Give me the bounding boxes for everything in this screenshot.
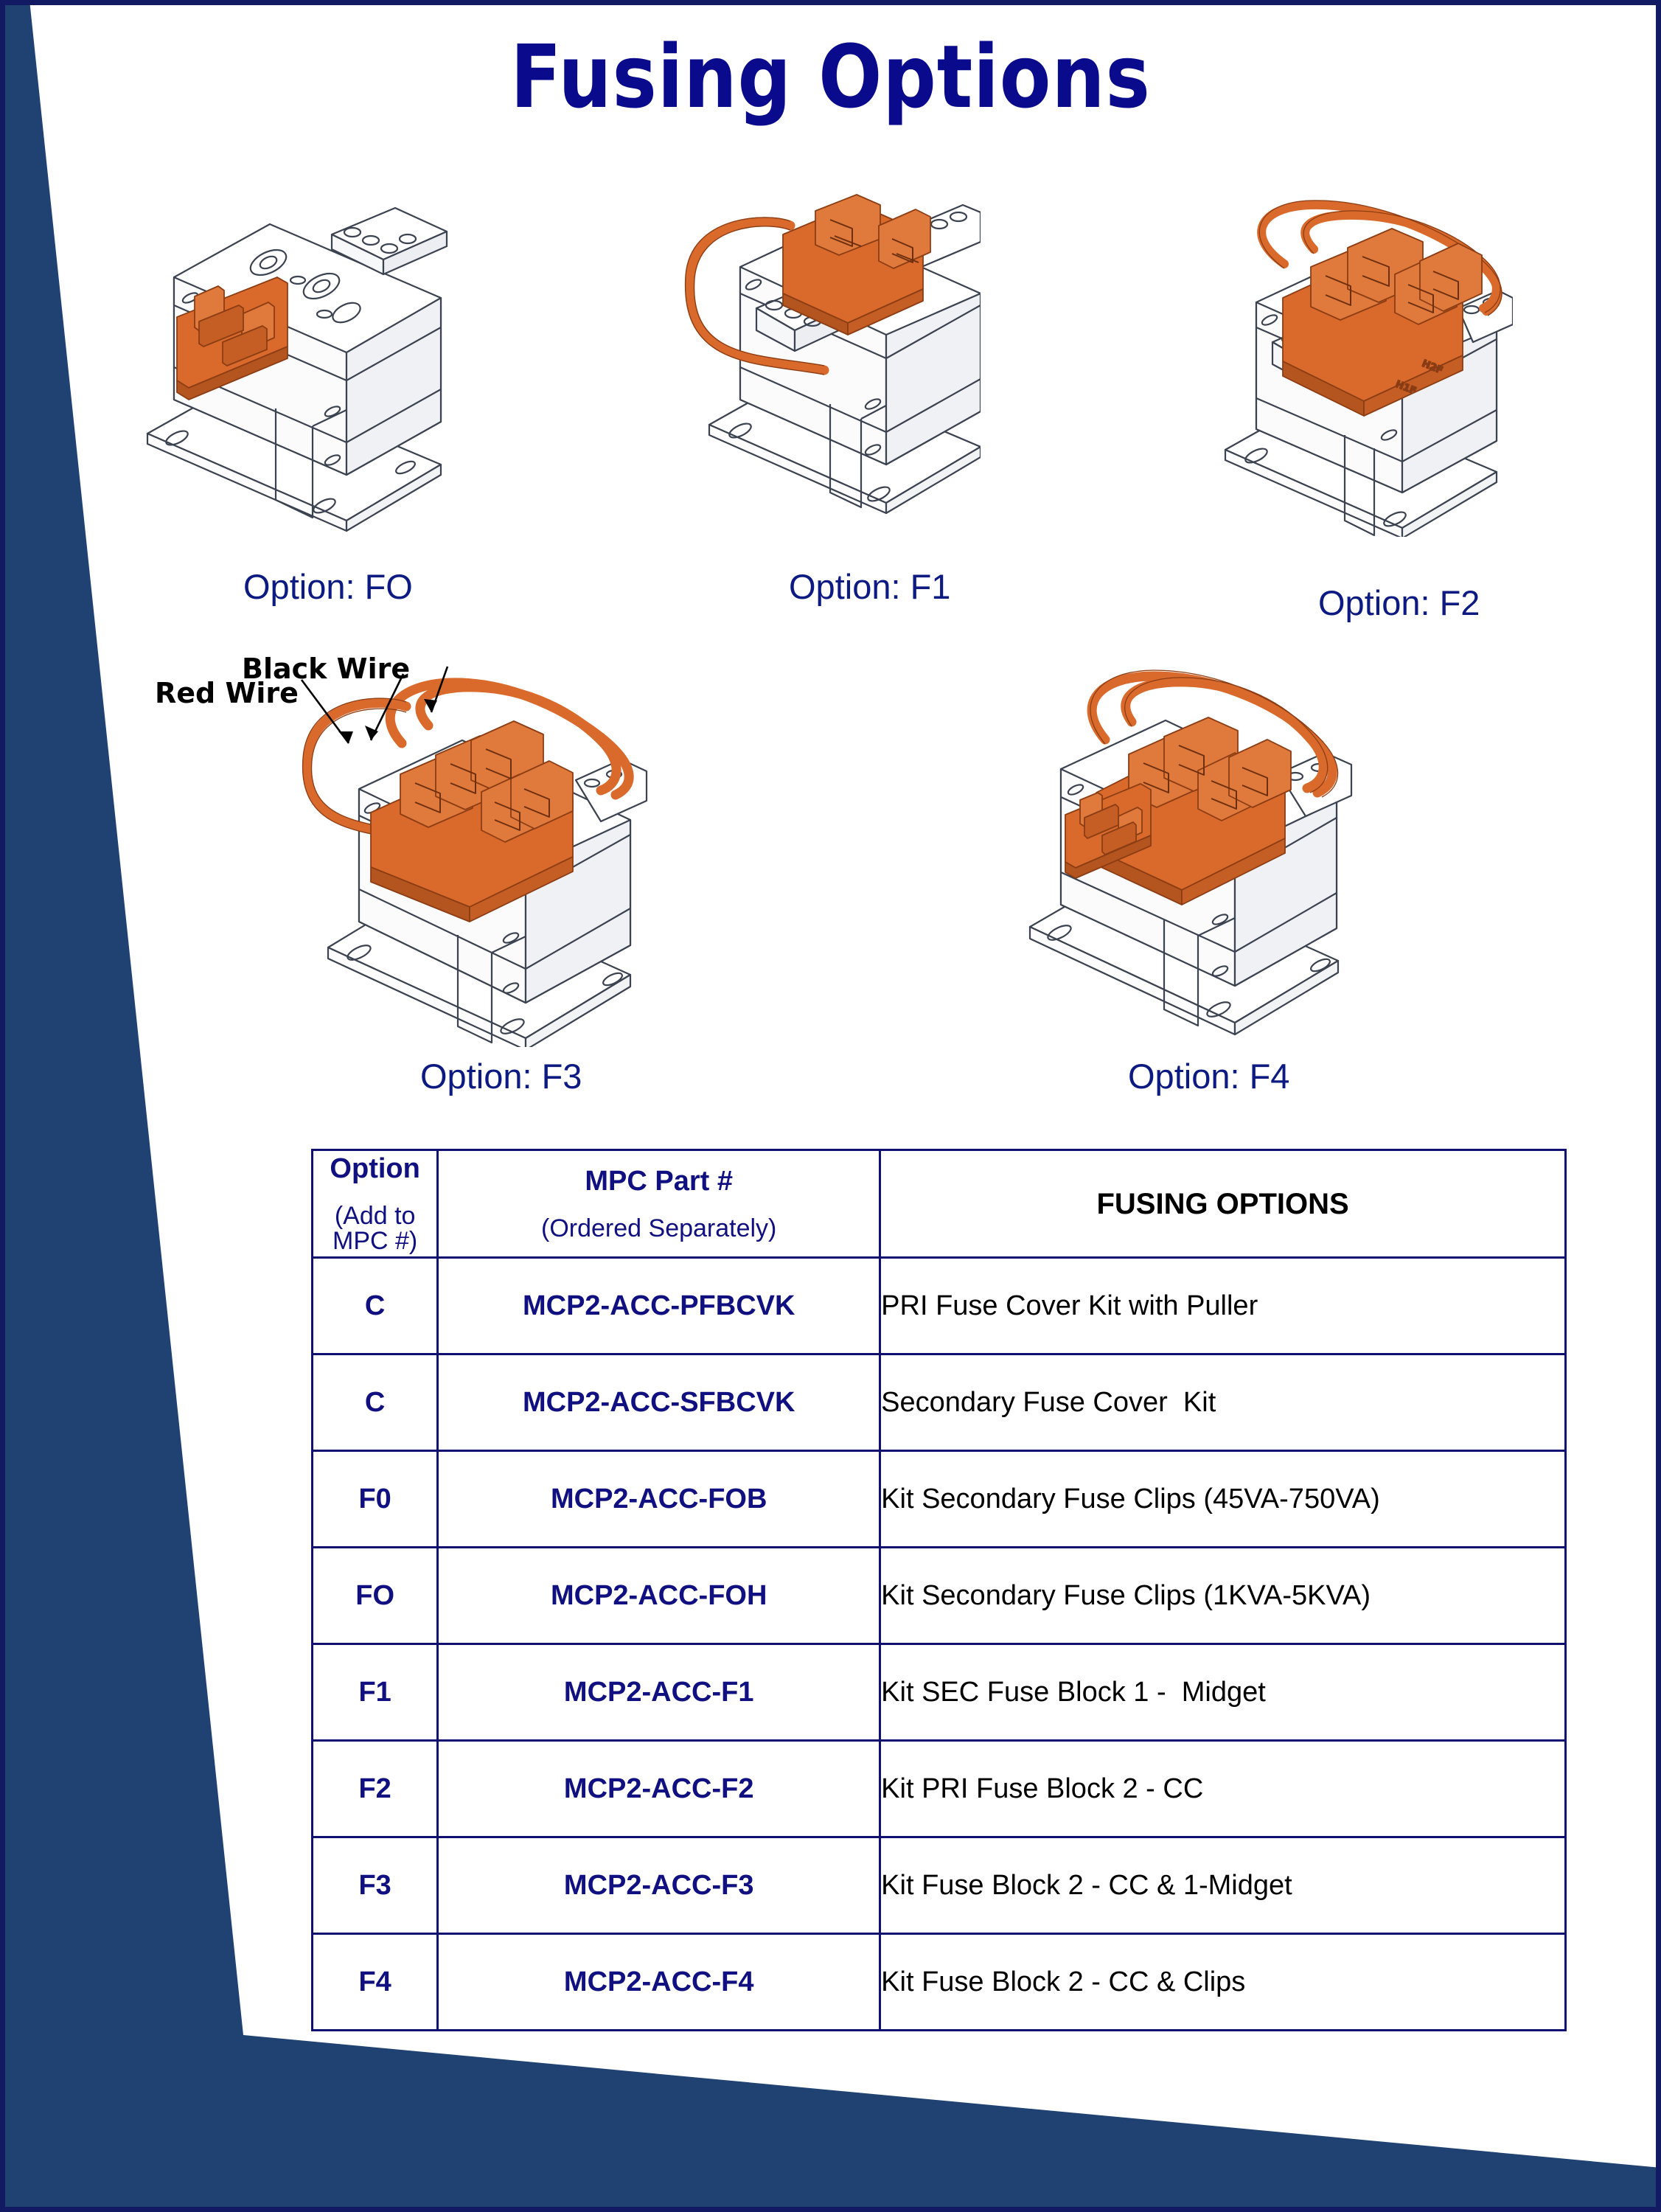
header-part-sub: (Ordered Separately) — [541, 1214, 777, 1242]
cell-description: Kit Fuse Block 2 - CC & Clips — [879, 1933, 1567, 2031]
figure-option-f1 — [664, 190, 981, 537]
figure-option-f4 — [1014, 660, 1360, 1047]
table-row: F1 MCP2-ACC-F1 Kit SEC Fuse Block 1 - Mi… — [310, 1643, 1567, 1742]
caption-option-f2: Option: F2 — [1318, 583, 1480, 622]
header-part-main: MPC Part # — [585, 1165, 734, 1197]
left-blue-wedge — [0, 0, 310, 2212]
caption-option-f3: Option: F3 — [420, 1057, 582, 1096]
cell-option: FO — [310, 1546, 439, 1645]
cell-option: F2 — [310, 1739, 439, 1838]
cell-part-number: MCP2-ACC-F1 — [436, 1643, 882, 1742]
cell-option: F3 — [310, 1836, 439, 1935]
cell-description: Kit Secondary Fuse Clips (45VA-750VA) — [879, 1450, 1567, 1548]
table-row: F0 MCP2-ACC-FOB Kit Secondary Fuse Clips… — [310, 1450, 1567, 1548]
cell-description: Kit Fuse Block 2 - CC & 1-Midget — [879, 1836, 1567, 1935]
cell-part-number: MCP2-ACC-SFBCVK — [436, 1353, 882, 1452]
label-black-wire: Black Wire — [242, 653, 411, 685]
header-description: FUSING OPTIONS — [879, 1149, 1567, 1259]
table-row: F2 MCP2-ACC-F2 Kit PRI Fuse Block 2 - CC — [310, 1739, 1567, 1838]
page-title: Fusing Options — [510, 26, 1151, 128]
table-row: F4 MCP2-ACC-F4 Kit Fuse Block 2 - CC & C… — [310, 1933, 1567, 2031]
caption-option-f1: Option: F1 — [789, 567, 951, 606]
cell-part-number: MCP2-ACC-F3 — [436, 1836, 882, 1935]
table-row: FO MCP2-ACC-FOH Kit Secondary Fuse Clips… — [310, 1546, 1567, 1645]
figure-option-f2: H1F H2F — [1174, 190, 1513, 537]
table-body: C MCP2-ACC-PFBCVK PRI Fuse Cover Kit wit… — [310, 1256, 1567, 2031]
cell-part-number: MCP2-ACC-PFBCVK — [436, 1256, 882, 1355]
figure-option-f3 — [291, 664, 660, 1047]
figure-option-fo — [131, 190, 448, 537]
cell-description: PRI Fuse Cover Kit with Puller — [879, 1256, 1567, 1355]
caption-option-f4: Option: F4 — [1128, 1057, 1290, 1096]
cell-description: Kit Secondary Fuse Clips (1KVA-5KVA) — [879, 1546, 1567, 1645]
header-option: Option (Add to MPC #) — [310, 1149, 439, 1259]
table-row: F3 MCP2-ACC-F3 Kit Fuse Block 2 - CC & 1… — [310, 1836, 1567, 1935]
cell-option: F4 — [310, 1933, 439, 2031]
table-header-row: Option (Add to MPC #) MPC Part # (Ordere… — [310, 1149, 1567, 1259]
caption-option-fo: Option: FO — [243, 567, 413, 606]
cell-description: Secondary Fuse Cover Kit — [879, 1353, 1567, 1452]
header-option-sub: (Add to MPC #) — [332, 1201, 418, 1255]
header-option-main: Option — [330, 1152, 420, 1184]
table-row: C MCP2-ACC-SFBCVK Secondary Fuse Cover K… — [310, 1353, 1567, 1452]
label-red-wire: Red Wire — [155, 677, 299, 709]
cell-part-number: MCP2-ACC-F4 — [436, 1933, 882, 2031]
cell-part-number: MCP2-ACC-F2 — [436, 1739, 882, 1838]
header-part: MPC Part # (Ordered Separately) — [436, 1149, 882, 1259]
cell-option: F1 — [310, 1643, 439, 1742]
cell-option: C — [310, 1353, 439, 1452]
cell-option: C — [310, 1256, 439, 1355]
cell-option: F0 — [310, 1450, 439, 1548]
table-row: C MCP2-ACC-PFBCVK PRI Fuse Cover Kit wit… — [310, 1256, 1567, 1355]
fusing-options-table: Option (Add to MPC #) MPC Part # (Ordere… — [310, 1149, 1567, 2031]
cell-part-number: MCP2-ACC-FOH — [436, 1546, 882, 1645]
bottom-blue-wedge — [0, 1947, 1661, 2212]
cell-part-number: MCP2-ACC-FOB — [436, 1450, 882, 1548]
cell-description: Kit PRI Fuse Block 2 - CC — [879, 1739, 1567, 1838]
cell-description: Kit SEC Fuse Block 1 - Midget — [879, 1643, 1567, 1742]
